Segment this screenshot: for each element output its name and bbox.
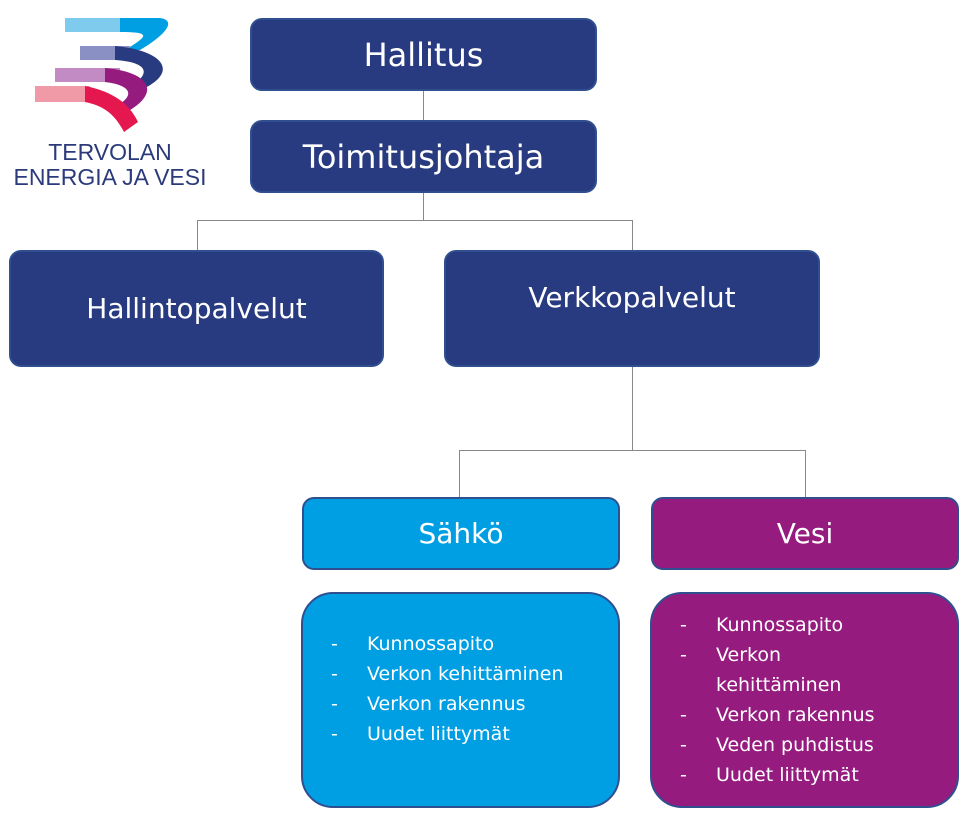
logo-text-line1: TERVOLAN bbox=[48, 139, 172, 165]
logo-ribbon-icon bbox=[35, 18, 169, 132]
list-item: Uudet liittymät bbox=[680, 760, 897, 790]
connector bbox=[805, 450, 806, 497]
connector bbox=[197, 220, 633, 221]
ceo-box: Toimitusjohtaja bbox=[250, 120, 597, 193]
list-item: Kunnossapito bbox=[680, 610, 897, 640]
logo-text-line2: ENERGIA JA VESI bbox=[13, 164, 207, 190]
list-item: Verkon kehittäminen bbox=[331, 659, 618, 689]
electricity-task-list: Kunnossapito Verkon kehittäminen Verkon … bbox=[301, 592, 620, 808]
list-item: Uudet liittymät bbox=[331, 719, 618, 749]
list-item: Verkon rakennus bbox=[680, 700, 897, 730]
company-logo: TERVOLAN ENERGIA JA VESI bbox=[10, 10, 210, 190]
connector bbox=[632, 220, 633, 250]
water-task-list: Kunnossapito Verkon kehittäminen Verkon … bbox=[650, 592, 959, 808]
list-item: Verkon rakennus bbox=[331, 689, 618, 719]
water-box: Vesi bbox=[651, 497, 959, 570]
list-item: Verkon kehittäminen bbox=[680, 640, 897, 700]
connector bbox=[423, 91, 424, 121]
connector bbox=[197, 220, 198, 250]
electricity-box: Sähkö bbox=[302, 497, 620, 570]
board-box: Hallitus bbox=[250, 18, 597, 91]
network-services-box: Verkkopalvelut bbox=[444, 250, 820, 367]
admin-services-box: Hallintopalvelut bbox=[9, 250, 384, 367]
list-item: Veden puhdistus bbox=[680, 730, 897, 760]
connector bbox=[423, 192, 424, 220]
connector bbox=[459, 450, 460, 497]
connector bbox=[632, 366, 633, 450]
list-item: Kunnossapito bbox=[331, 629, 618, 659]
connector bbox=[459, 450, 806, 451]
